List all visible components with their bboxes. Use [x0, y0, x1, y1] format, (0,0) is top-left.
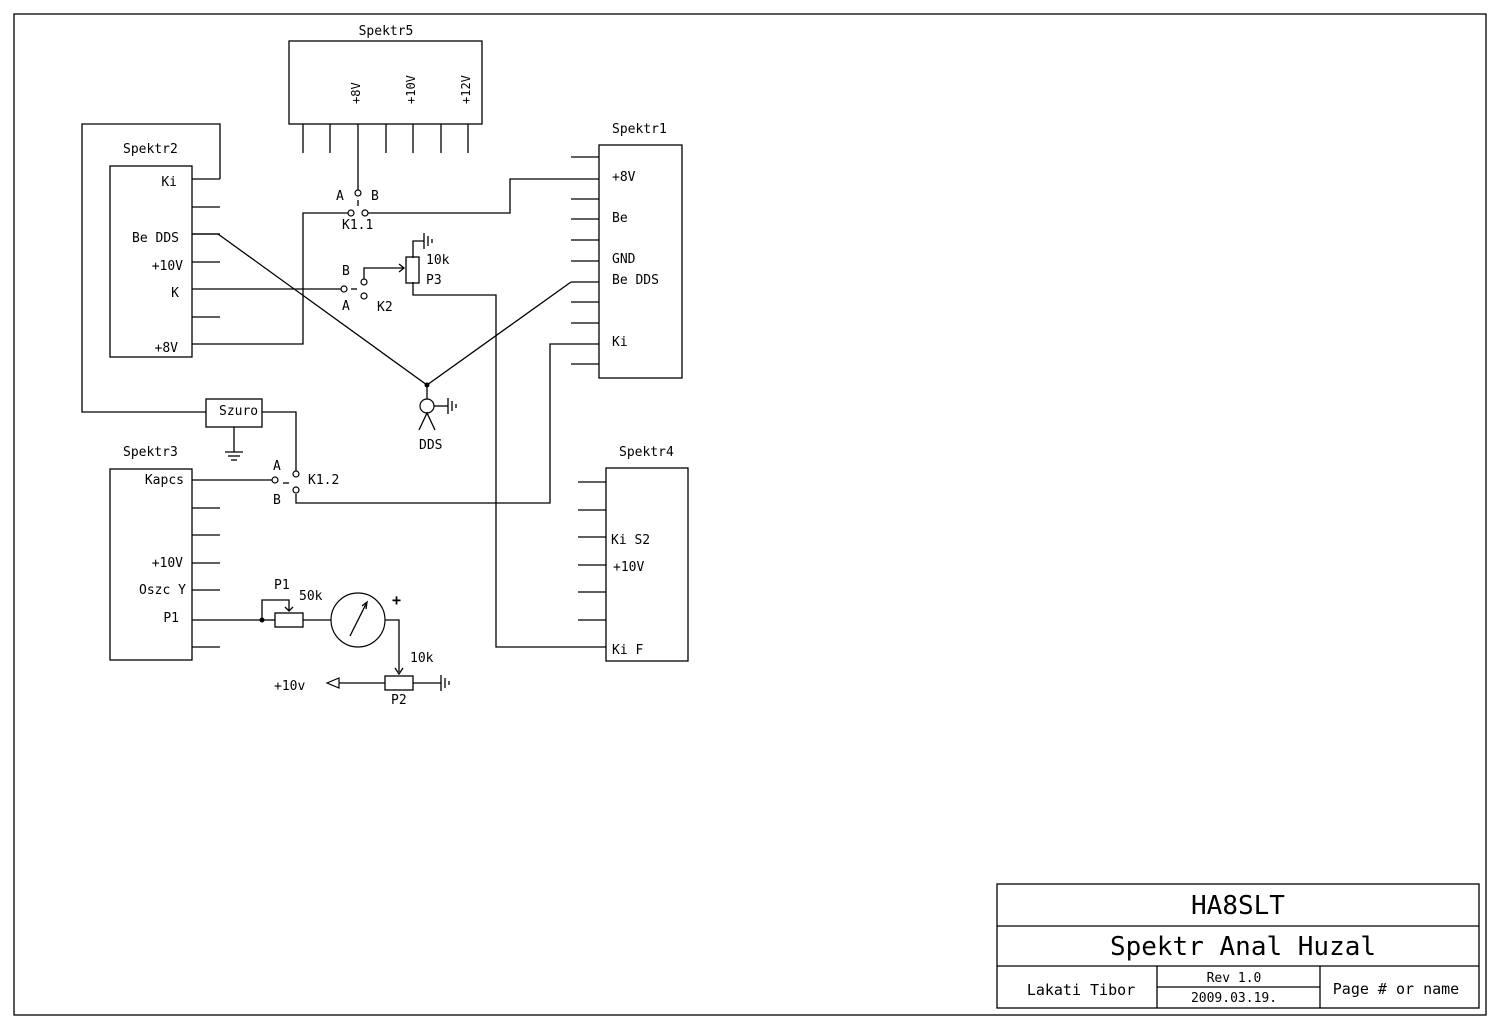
pin-label: +8V	[349, 82, 363, 104]
component-value: 10k	[426, 253, 450, 268]
pin-label: GND	[612, 252, 636, 267]
author-name: Lakati Tibor	[1027, 981, 1135, 999]
module-title: Spektr2	[123, 142, 178, 157]
pin-label: P1	[163, 611, 179, 626]
potentiometer-p1: P1 50k	[259, 578, 323, 628]
switch-label: K2	[377, 300, 393, 315]
page-name: Page # or name	[1333, 980, 1459, 998]
module-spektr1: Spektr1 +8V Be GND Be DDS Ki	[571, 122, 683, 379]
supply-arrow: +10v	[274, 677, 340, 694]
ground-icon	[225, 451, 243, 461]
module-spektr3: Spektr3 Kapcs +10V Oszc Y P1	[109, 445, 262, 661]
pin-label: Ki	[612, 335, 628, 350]
switch-k1-2: A B K1.2	[271, 459, 339, 508]
switch-pole-a: A	[273, 459, 281, 474]
pin-label: +8V	[155, 341, 179, 356]
component-label: P2	[391, 693, 407, 708]
drawing-title: Spektr Anal Huzal	[1110, 932, 1376, 962]
filter-label: Szuro	[219, 404, 258, 419]
connector-label: DDS	[419, 438, 442, 453]
switch-pole-b: B	[371, 189, 379, 204]
date: 2009.03.19.	[1191, 991, 1277, 1006]
module-title: Spektr4	[619, 445, 674, 460]
switch-k2: B A K2	[340, 264, 393, 315]
pin-label: Oszc Y	[139, 583, 186, 598]
pin-label: Be DDS	[132, 231, 179, 246]
pin-label: +10V	[152, 259, 183, 274]
module-title: Spektr1	[612, 122, 667, 137]
pin-label: Ki	[161, 175, 177, 190]
potentiometer-p2: 10k P2	[384, 651, 450, 708]
module-spektr2: Spektr2 Ki Be DDS +10V K +8V	[109, 142, 220, 358]
component-value: 10k	[410, 651, 434, 666]
pin-label: Kapcs	[145, 473, 184, 488]
sheet-border	[13, 13, 1487, 1016]
switch-label: K1.1	[342, 218, 373, 233]
switch-k1-1: A B K1.1	[336, 189, 379, 233]
component-value: 50k	[299, 589, 323, 604]
pin-label: Ki S2	[611, 533, 650, 548]
title-block: HA8SLT Spektr Anal Huzal Lakati Tibor Re…	[996, 883, 1480, 1009]
pin-label: Ki F	[612, 643, 643, 658]
filter-szuro: Szuro	[205, 398, 263, 461]
switch-pole-a: A	[336, 189, 344, 204]
component-label: P3	[426, 273, 442, 288]
ground-icon	[447, 398, 457, 414]
pin-label: +8V	[612, 170, 636, 185]
pin-label: +10V	[152, 556, 183, 571]
wires	[81, 123, 606, 684]
component-label: P1	[274, 578, 290, 593]
module-title: Spektr3	[123, 445, 178, 460]
ground-icon	[440, 675, 450, 691]
meter: +	[330, 591, 401, 648]
switch-pole-b: B	[342, 264, 350, 279]
company-name: HA8SLT	[1191, 891, 1285, 921]
pin-label: Be DDS	[612, 273, 659, 288]
pin-label: +10V	[404, 75, 418, 104]
switch-pole-b: B	[273, 493, 281, 508]
pin-label: Be	[612, 211, 628, 226]
switch-label: K1.2	[308, 473, 339, 488]
pin-label: +10V	[613, 560, 644, 575]
module-title: Spektr5	[359, 24, 414, 39]
revision: Rev 1.0	[1207, 971, 1262, 986]
module-spektr4: Spektr4 Ki S2 +10V Ki F	[578, 445, 689, 662]
potentiometer-p3: 10k P3	[398, 233, 450, 288]
meter-polarity: +	[392, 591, 401, 609]
pin-label: +12V	[459, 75, 473, 104]
ground-icon	[423, 233, 433, 249]
pin-label: K	[171, 286, 179, 301]
module-spektr5: Spektr5 +8V +10V +12V	[288, 24, 483, 153]
dds-connector: DDS	[418, 382, 457, 453]
supply-label: +10v	[274, 679, 305, 694]
switch-pole-a: A	[342, 299, 350, 314]
